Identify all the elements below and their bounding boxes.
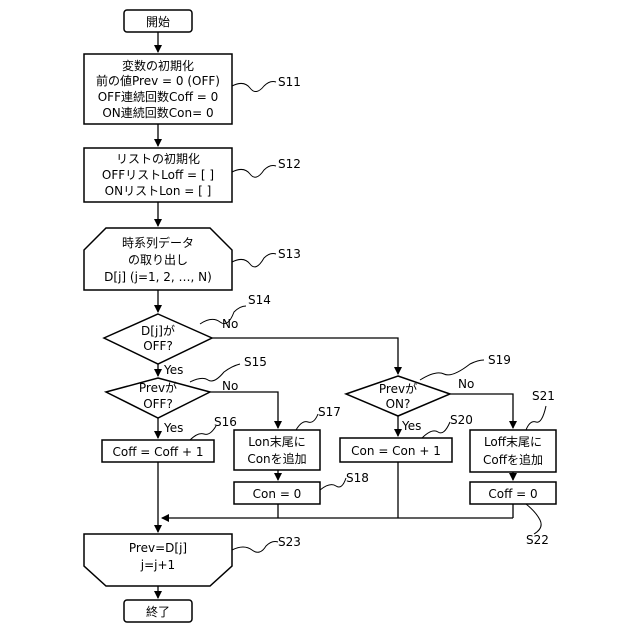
s23-line1: Prev=D[j] [129, 541, 187, 555]
s20-leader [422, 422, 450, 438]
s19-ref: S19 [488, 353, 511, 367]
s23-ref: S23 [278, 535, 301, 549]
s11-ref: S11 [278, 75, 301, 89]
s13-leader [232, 254, 276, 267]
s20-label: Con = Con + 1 [351, 444, 441, 458]
end-label: 終了 [146, 604, 170, 619]
s11-line2: 前の値Prev = 0 (OFF) [96, 73, 220, 88]
s14-line1: D[j]が [141, 323, 175, 338]
s21-line1: Loff末尾に [484, 435, 542, 449]
s16-leader [190, 426, 216, 440]
s12-line1: リストの初期化 [116, 152, 200, 166]
s11-leader [232, 82, 276, 92]
s21-leader [526, 406, 546, 430]
s18-label: Con = 0 [253, 487, 302, 501]
s12-ref: S12 [278, 157, 301, 171]
s12-line2: OFFリストLoff = [ ] [102, 168, 214, 182]
s21-ref: S21 [532, 389, 555, 403]
s19-line2: ON? [386, 397, 411, 411]
s13-line3: D[j] (j=1, 2, …, N) [104, 270, 212, 284]
arrow-s14-no [212, 338, 398, 374]
s13-line1: 時系列データ [122, 235, 194, 250]
s19-yes-label: Yes [401, 419, 421, 433]
s12-line3: ONリストLon = [ ] [105, 184, 212, 198]
s11-line1: 変数の初期化 [122, 58, 194, 73]
s14-yes-label: Yes [163, 363, 183, 377]
s15-yes-label: Yes [163, 421, 183, 435]
s17-leader [296, 414, 318, 430]
s17-line2: Conを追加 [247, 451, 306, 466]
s15-line2: OFF? [143, 397, 173, 411]
s19-no-label: No [458, 377, 474, 391]
s15-ref: S15 [244, 355, 267, 369]
s12-leader [232, 166, 276, 178]
s21-line2: Coffを追加 [483, 452, 543, 467]
s16-label: Coff = Coff + 1 [113, 445, 204, 459]
s22-leader [526, 504, 541, 534]
s19-leader [420, 360, 484, 380]
s15-no-label: No [222, 379, 238, 393]
s14-ref: S14 [248, 293, 271, 307]
s18-leader [320, 478, 346, 490]
s19-line1: Prevが [379, 381, 417, 396]
s17-line1: Lon末尾に [248, 435, 305, 449]
s13-ref: S13 [278, 247, 301, 261]
s16-ref: S16 [214, 415, 237, 429]
s14-line2: OFF? [143, 339, 173, 353]
s18-ref: S18 [346, 471, 369, 485]
s22-ref: S22 [526, 533, 549, 547]
s23-line2: j=j+1 [140, 558, 175, 572]
s15-line1: Prevが [139, 380, 177, 395]
start-label: 開始 [146, 15, 170, 29]
s11-line3: OFF連続回数Coff = 0 [98, 89, 219, 104]
s20-ref: S20 [450, 413, 473, 427]
s22-label: Coff = 0 [488, 487, 537, 501]
s17-ref: S17 [318, 405, 341, 419]
s23-leader [232, 542, 278, 553]
step-references: S11 S12 S13 S14 S15 S16 S17 S18 S19 S20 … [190, 75, 555, 552]
s11-line4: ON連続回数Con= 0 [102, 105, 213, 120]
s13-line2: の取り出し [128, 253, 188, 267]
